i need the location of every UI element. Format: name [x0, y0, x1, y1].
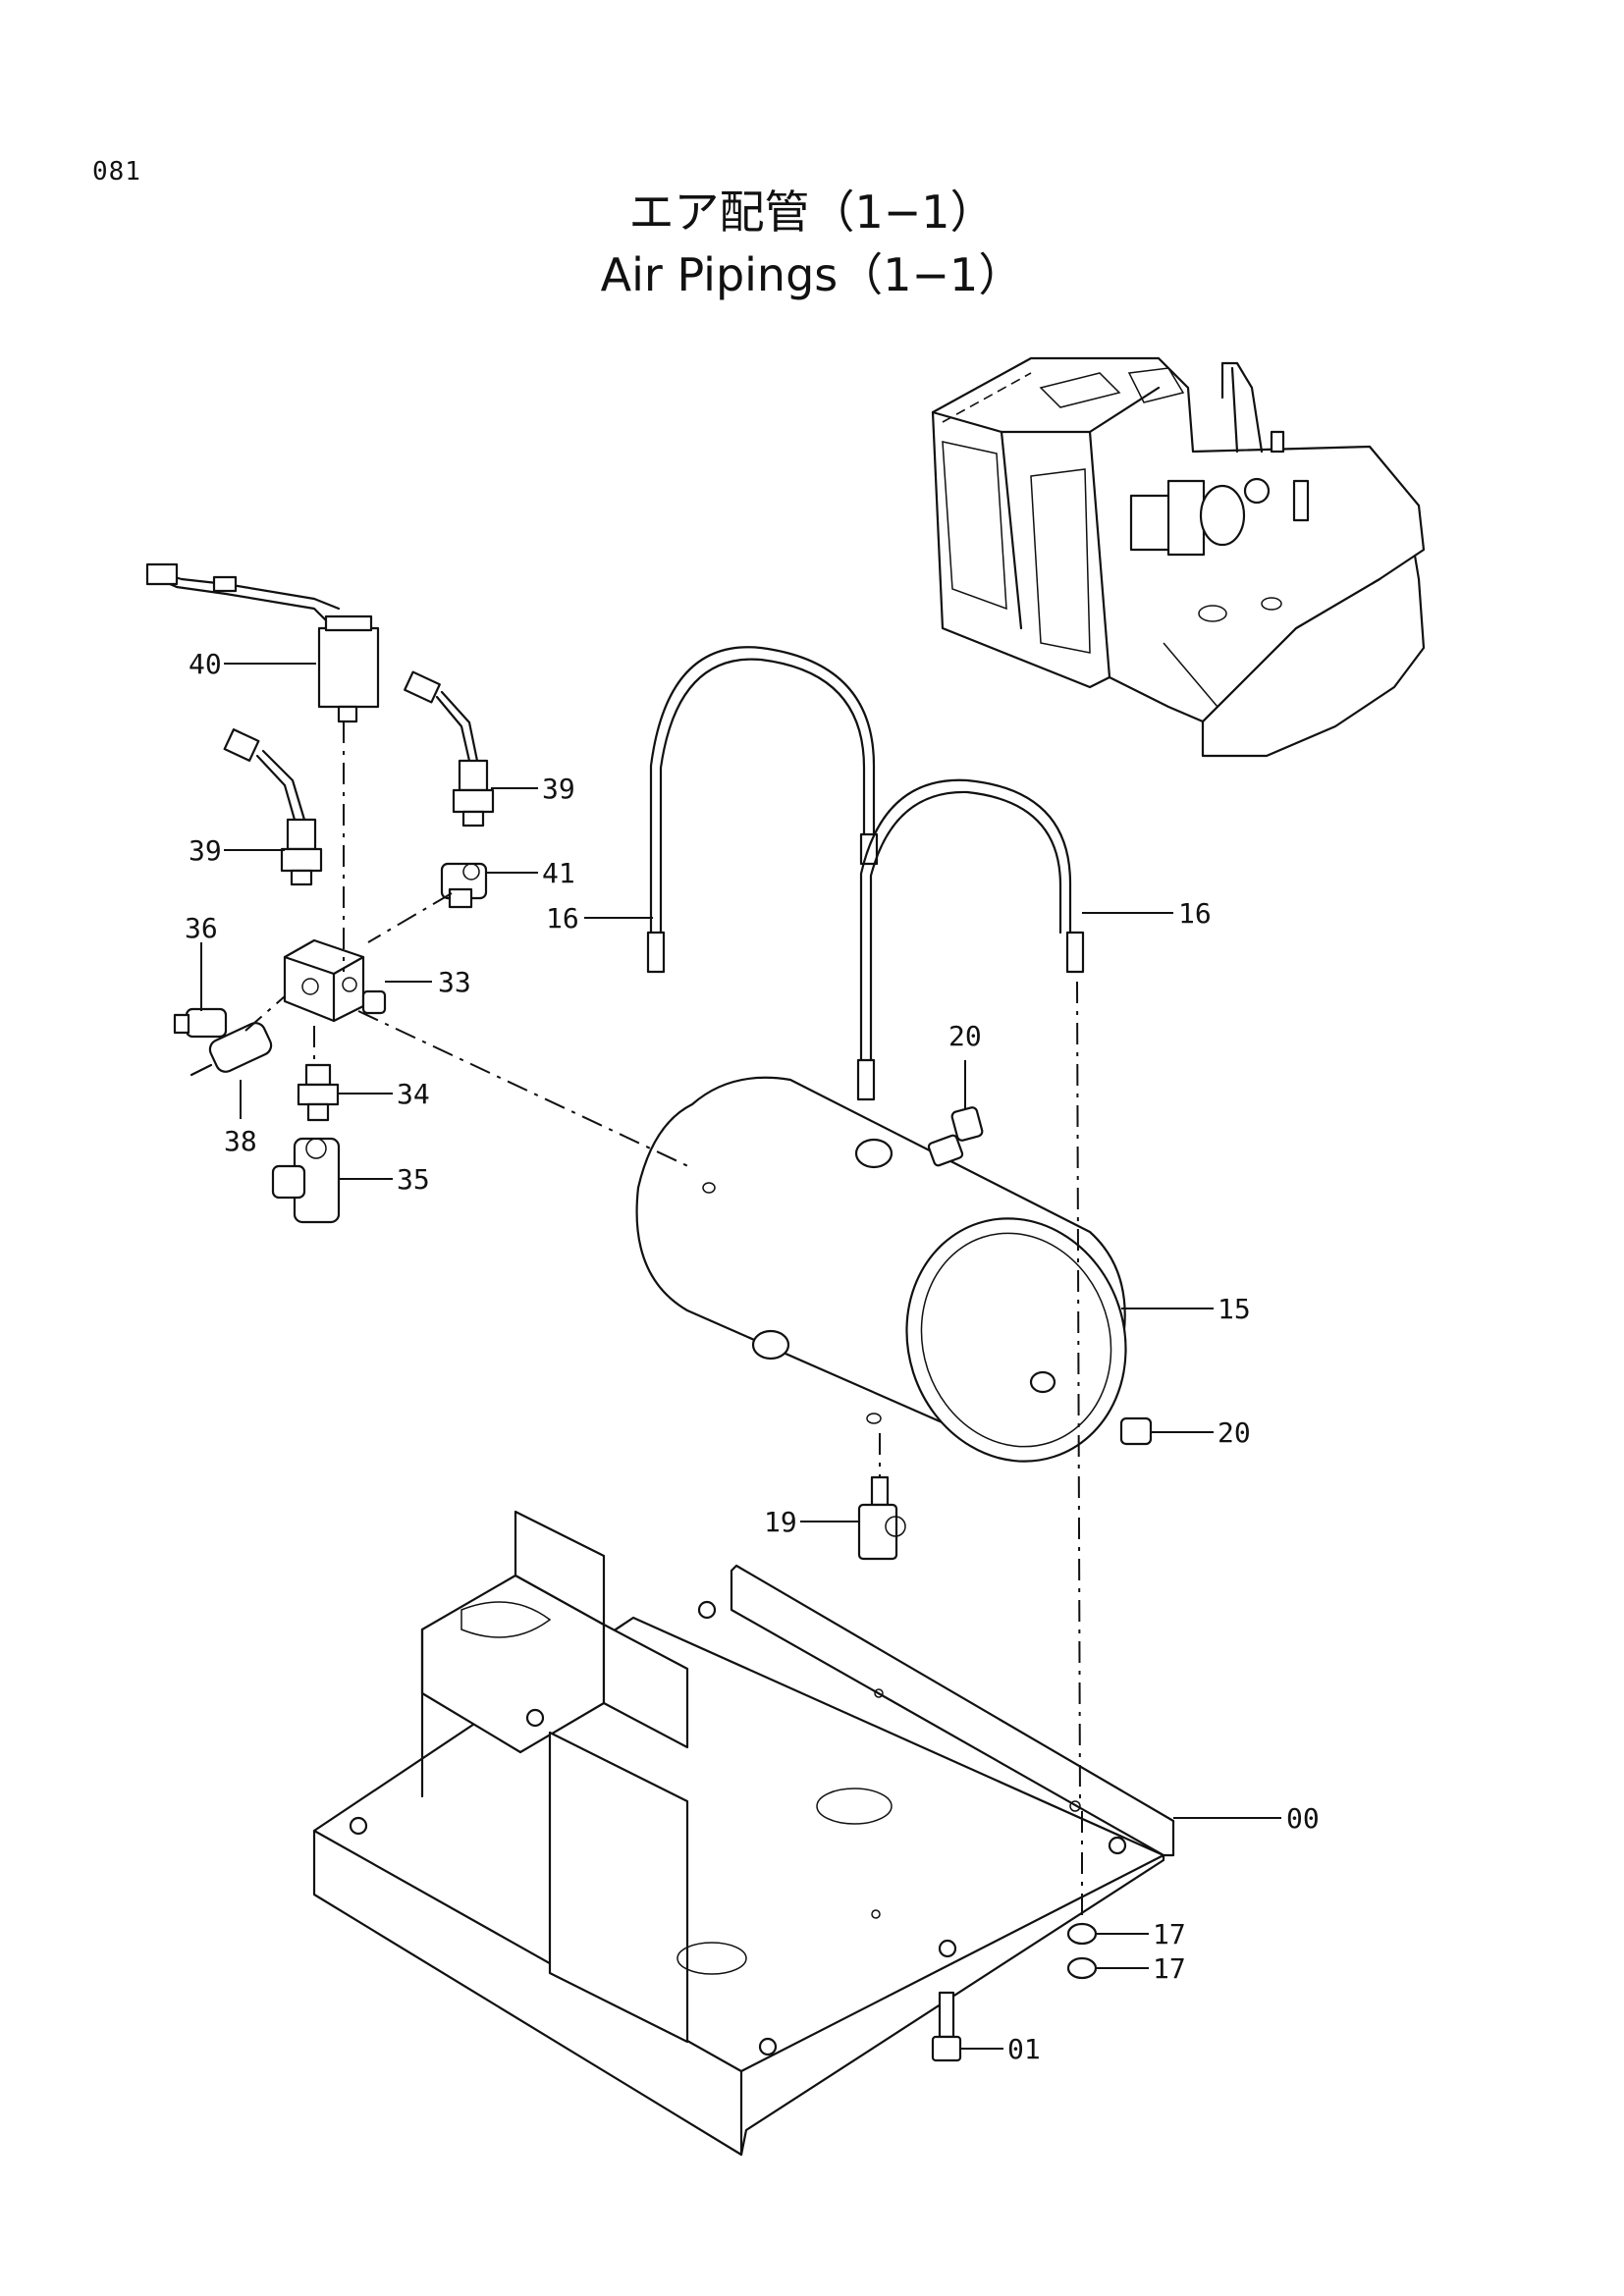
- manifold-block-33: [283, 938, 387, 1023]
- callout-labels: 40 39 39 41 36 33 34 38 35 16 16 20 15 2…: [185, 648, 1320, 2065]
- pressure-sensor-39-lower: [223, 728, 323, 886]
- callout-39-upper: 39: [542, 773, 575, 805]
- callout-36: 36: [185, 912, 218, 944]
- callout-17-lower: 17: [1153, 1952, 1186, 1985]
- hose-16-left: [646, 646, 879, 974]
- callout-19: 19: [764, 1506, 797, 1538]
- elbow-fitting-41: [440, 862, 488, 909]
- excavator-locator-illustration: [931, 356, 1426, 758]
- callout-01: 01: [1007, 2033, 1041, 2065]
- air-tank-15: [635, 1076, 1127, 1463]
- page-number: 081: [92, 157, 141, 187]
- pressure-sensor-39-upper: [404, 670, 495, 828]
- callout-39-lower: 39: [189, 834, 222, 867]
- mounting-plate-00: [312, 1510, 1175, 2157]
- title-english: Air Pipings（1−1）: [600, 248, 1024, 301]
- plug-20-top: [950, 1106, 984, 1142]
- callout-38: 38: [224, 1125, 257, 1157]
- callout-20-top: 20: [948, 1020, 982, 1052]
- tee-fitting-35: [271, 1137, 341, 1224]
- callout-40: 40: [189, 648, 222, 680]
- callout-16-left: 16: [546, 902, 579, 934]
- fitting-36: [173, 1007, 228, 1039]
- callout-17-upper: 17: [1153, 1918, 1186, 1950]
- nut-17-lower: [1066, 1956, 1098, 1980]
- assembly-center-lines: [244, 721, 1083, 1919]
- callout-34: 34: [397, 1078, 430, 1110]
- fitting-38: [189, 1022, 273, 1077]
- callout-20-side: 20: [1218, 1416, 1251, 1449]
- callout-41: 41: [542, 857, 575, 889]
- callout-00: 00: [1286, 1802, 1320, 1835]
- callout-35: 35: [397, 1163, 430, 1196]
- plug-20-side: [1119, 1416, 1153, 1446]
- drain-valve-19: [857, 1475, 906, 1561]
- callout-15: 15: [1218, 1293, 1251, 1325]
- pressure-switch-40: [145, 562, 380, 723]
- fitting-34: [297, 1063, 340, 1122]
- nut-17-upper: [1066, 1922, 1098, 1946]
- callout-33: 33: [438, 966, 471, 998]
- title-japanese: エア配管（1−1）: [628, 186, 996, 239]
- bolt-01: [931, 1991, 962, 2062]
- hose-16-right: [856, 778, 1085, 1101]
- leader-lines: [200, 663, 1281, 2050]
- callout-16-right: 16: [1178, 897, 1212, 930]
